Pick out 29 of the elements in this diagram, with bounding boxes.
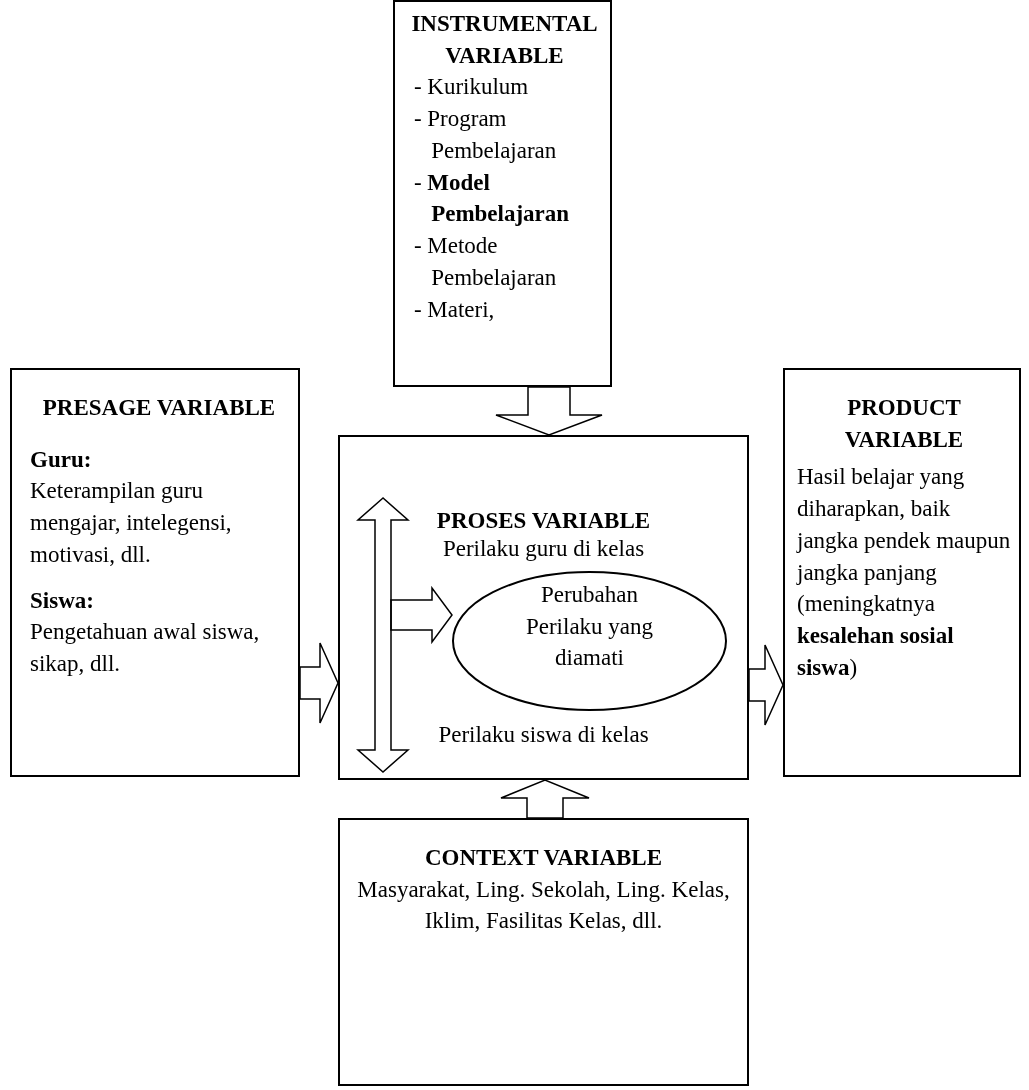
block-arrow: [500, 779, 590, 819]
block-arrow: [748, 644, 784, 726]
body-text: Keterampilan guru mengajar, intelegensi, motivasi, dll.: [30, 477, 233, 569]
box-heading: PROSES VARIABLE: [435, 507, 652, 535]
box-heading: PRESAGE VARIABLE: [41, 394, 277, 422]
variable-box: [10, 368, 300, 777]
group-heading: Guru:: [30, 445, 93, 474]
body-text: Perilaku guru di kelas: [441, 535, 646, 563]
block-arrow: [495, 386, 603, 436]
list-item: - Metode Pembelajaran: [412, 232, 558, 292]
box-heading: CONTEXT VARIABLE: [423, 844, 664, 872]
body-text: Hasil belajar yang diharapkan, baik jangka pendek maupun jangka panjang (meningkatnya kesalehan sosial siswa): [797, 463, 1011, 682]
body-text: Masyarakat, Ling. Sekolah, Ling. Kelas, Iklim, Fasilitas Kelas, dll.: [356, 875, 731, 936]
block-arrow: [299, 642, 339, 724]
body-text: Perilaku siswa di kelas: [437, 721, 650, 749]
body-text: Pengetahuan awal siswa, sikap, dll.: [30, 618, 261, 679]
group-heading: Siswa:: [30, 586, 95, 615]
variable-box: [393, 0, 612, 387]
variable-box: [338, 435, 749, 780]
list-item: - Model Pembelajaran: [412, 168, 571, 229]
block-arrow: [390, 585, 453, 645]
list-item: - Kurikulum: [412, 73, 530, 102]
box-heading: PRODUCT VARIABLE: [843, 394, 965, 454]
ellipse-text: Perubahan Perilaku yang diamati: [524, 581, 655, 673]
variable-box: [338, 818, 749, 1086]
list-item: - Materi,: [412, 295, 496, 324]
box-heading: INSTRUMENTAL VARIABLE: [410, 10, 599, 70]
variable-box: [783, 368, 1021, 777]
list-item: - Program Pembelajaran: [412, 105, 558, 165]
